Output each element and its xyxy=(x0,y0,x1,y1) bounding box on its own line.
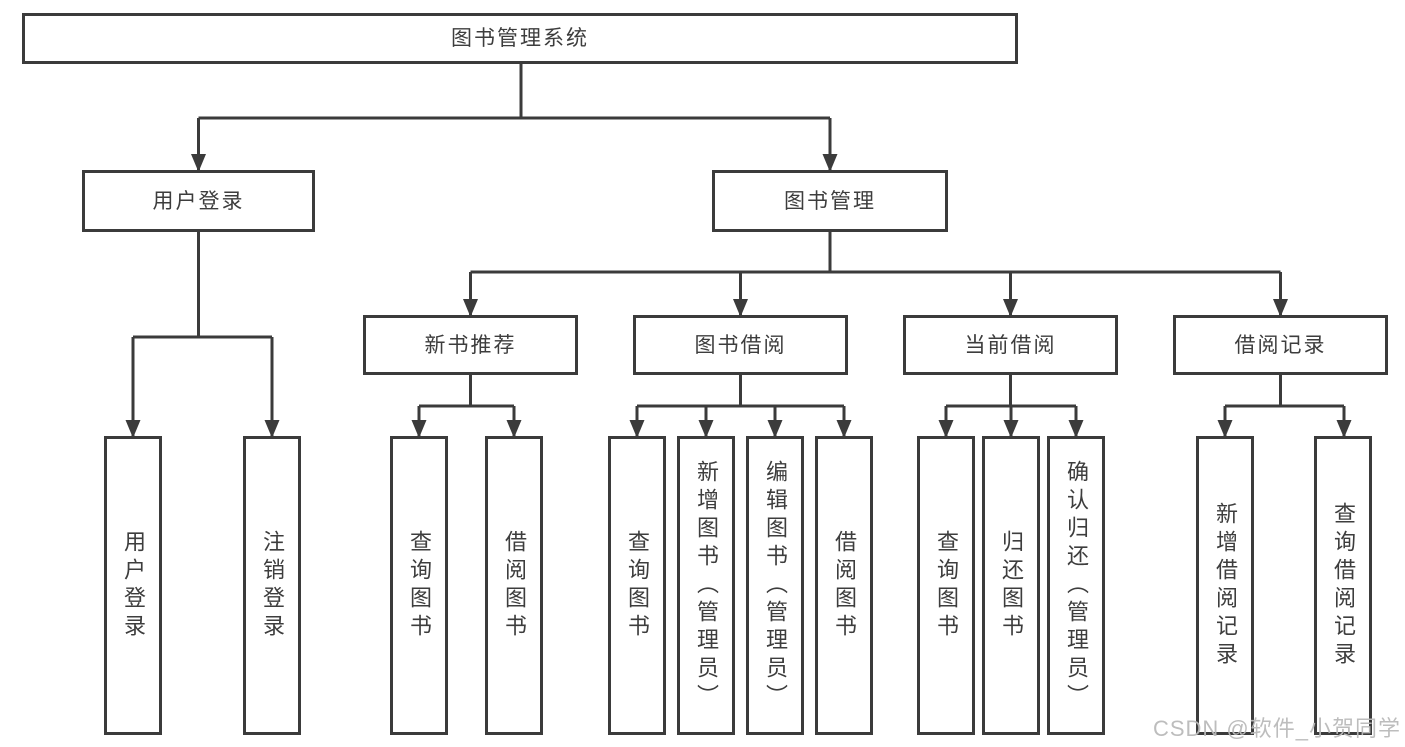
node-borrow-records-label: 借阅记录 xyxy=(1234,333,1327,357)
leaf-borrow-query-books: 查询图书 xyxy=(608,436,666,735)
leaf-newbooks-borrow-books-label: 借阅图书 xyxy=(502,529,527,642)
node-new-book-recommend: 新书推荐 xyxy=(363,315,578,375)
leaf-borrow-borrow-books: 借阅图书 xyxy=(815,436,873,735)
leaf-current-return-books: 归还图书 xyxy=(982,436,1040,735)
leaf-user-login: 用户登录 xyxy=(104,436,162,735)
node-library-system-label: 图书管理系统 xyxy=(451,27,589,50)
node-current-borrow-label: 当前借阅 xyxy=(964,333,1057,357)
leaf-borrow-edit-books-admin-label: 编辑图书（管理员） xyxy=(763,459,788,712)
leaf-newbooks-query-books-label: 查询图书 xyxy=(407,529,432,642)
node-book-management: 图书管理 xyxy=(712,170,948,232)
leaf-borrow-borrow-books-label: 借阅图书 xyxy=(832,529,857,642)
node-current-borrow: 当前借阅 xyxy=(903,315,1118,375)
node-book-borrow: 图书借阅 xyxy=(633,315,848,375)
leaf-borrow-edit-books-admin: 编辑图书（管理员） xyxy=(746,436,804,735)
node-user-login-label: 用户登录 xyxy=(152,189,245,213)
leaf-records-add-record-label: 新增借阅记录 xyxy=(1213,501,1238,670)
leaf-records-query-record: 查询借阅记录 xyxy=(1314,436,1372,735)
leaf-user-login-label: 用户登录 xyxy=(121,529,146,642)
leaf-borrow-add-books-admin-label: 新增图书（管理员） xyxy=(694,459,719,712)
watermark: CSDN @软件_小贺同学 xyxy=(1152,716,1401,741)
leaf-current-confirm-return-admin-label: 确认归还（管理员） xyxy=(1064,459,1089,712)
node-library-system: 图书管理系统 xyxy=(22,13,1018,64)
leaf-current-confirm-return-admin: 确认归还（管理员） xyxy=(1047,436,1105,735)
leaf-current-return-books-label: 归还图书 xyxy=(999,529,1024,642)
node-new-book-recommend-label: 新书推荐 xyxy=(424,333,517,357)
leaf-current-query-books: 查询图书 xyxy=(917,436,975,735)
node-book-management-label: 图书管理 xyxy=(784,189,876,213)
connector-lines xyxy=(131,64,1346,436)
leaf-logout-login-label: 注销登录 xyxy=(260,529,285,642)
leaf-borrow-query-books-label: 查询图书 xyxy=(625,529,650,642)
leaf-current-query-books-label: 查询图书 xyxy=(934,529,959,642)
leaf-newbooks-borrow-books: 借阅图书 xyxy=(485,436,543,735)
leaf-newbooks-query-books: 查询图书 xyxy=(390,436,448,735)
leaf-logout-login: 注销登录 xyxy=(243,436,301,735)
node-borrow-records: 借阅记录 xyxy=(1173,315,1388,375)
leaf-records-query-record-label: 查询借阅记录 xyxy=(1331,501,1356,670)
leaf-records-add-record: 新增借阅记录 xyxy=(1196,436,1254,735)
node-user-login: 用户登录 xyxy=(82,170,315,232)
leaf-borrow-add-books-admin: 新增图书（管理员） xyxy=(677,436,735,735)
node-book-borrow-label: 图书借阅 xyxy=(694,333,787,357)
